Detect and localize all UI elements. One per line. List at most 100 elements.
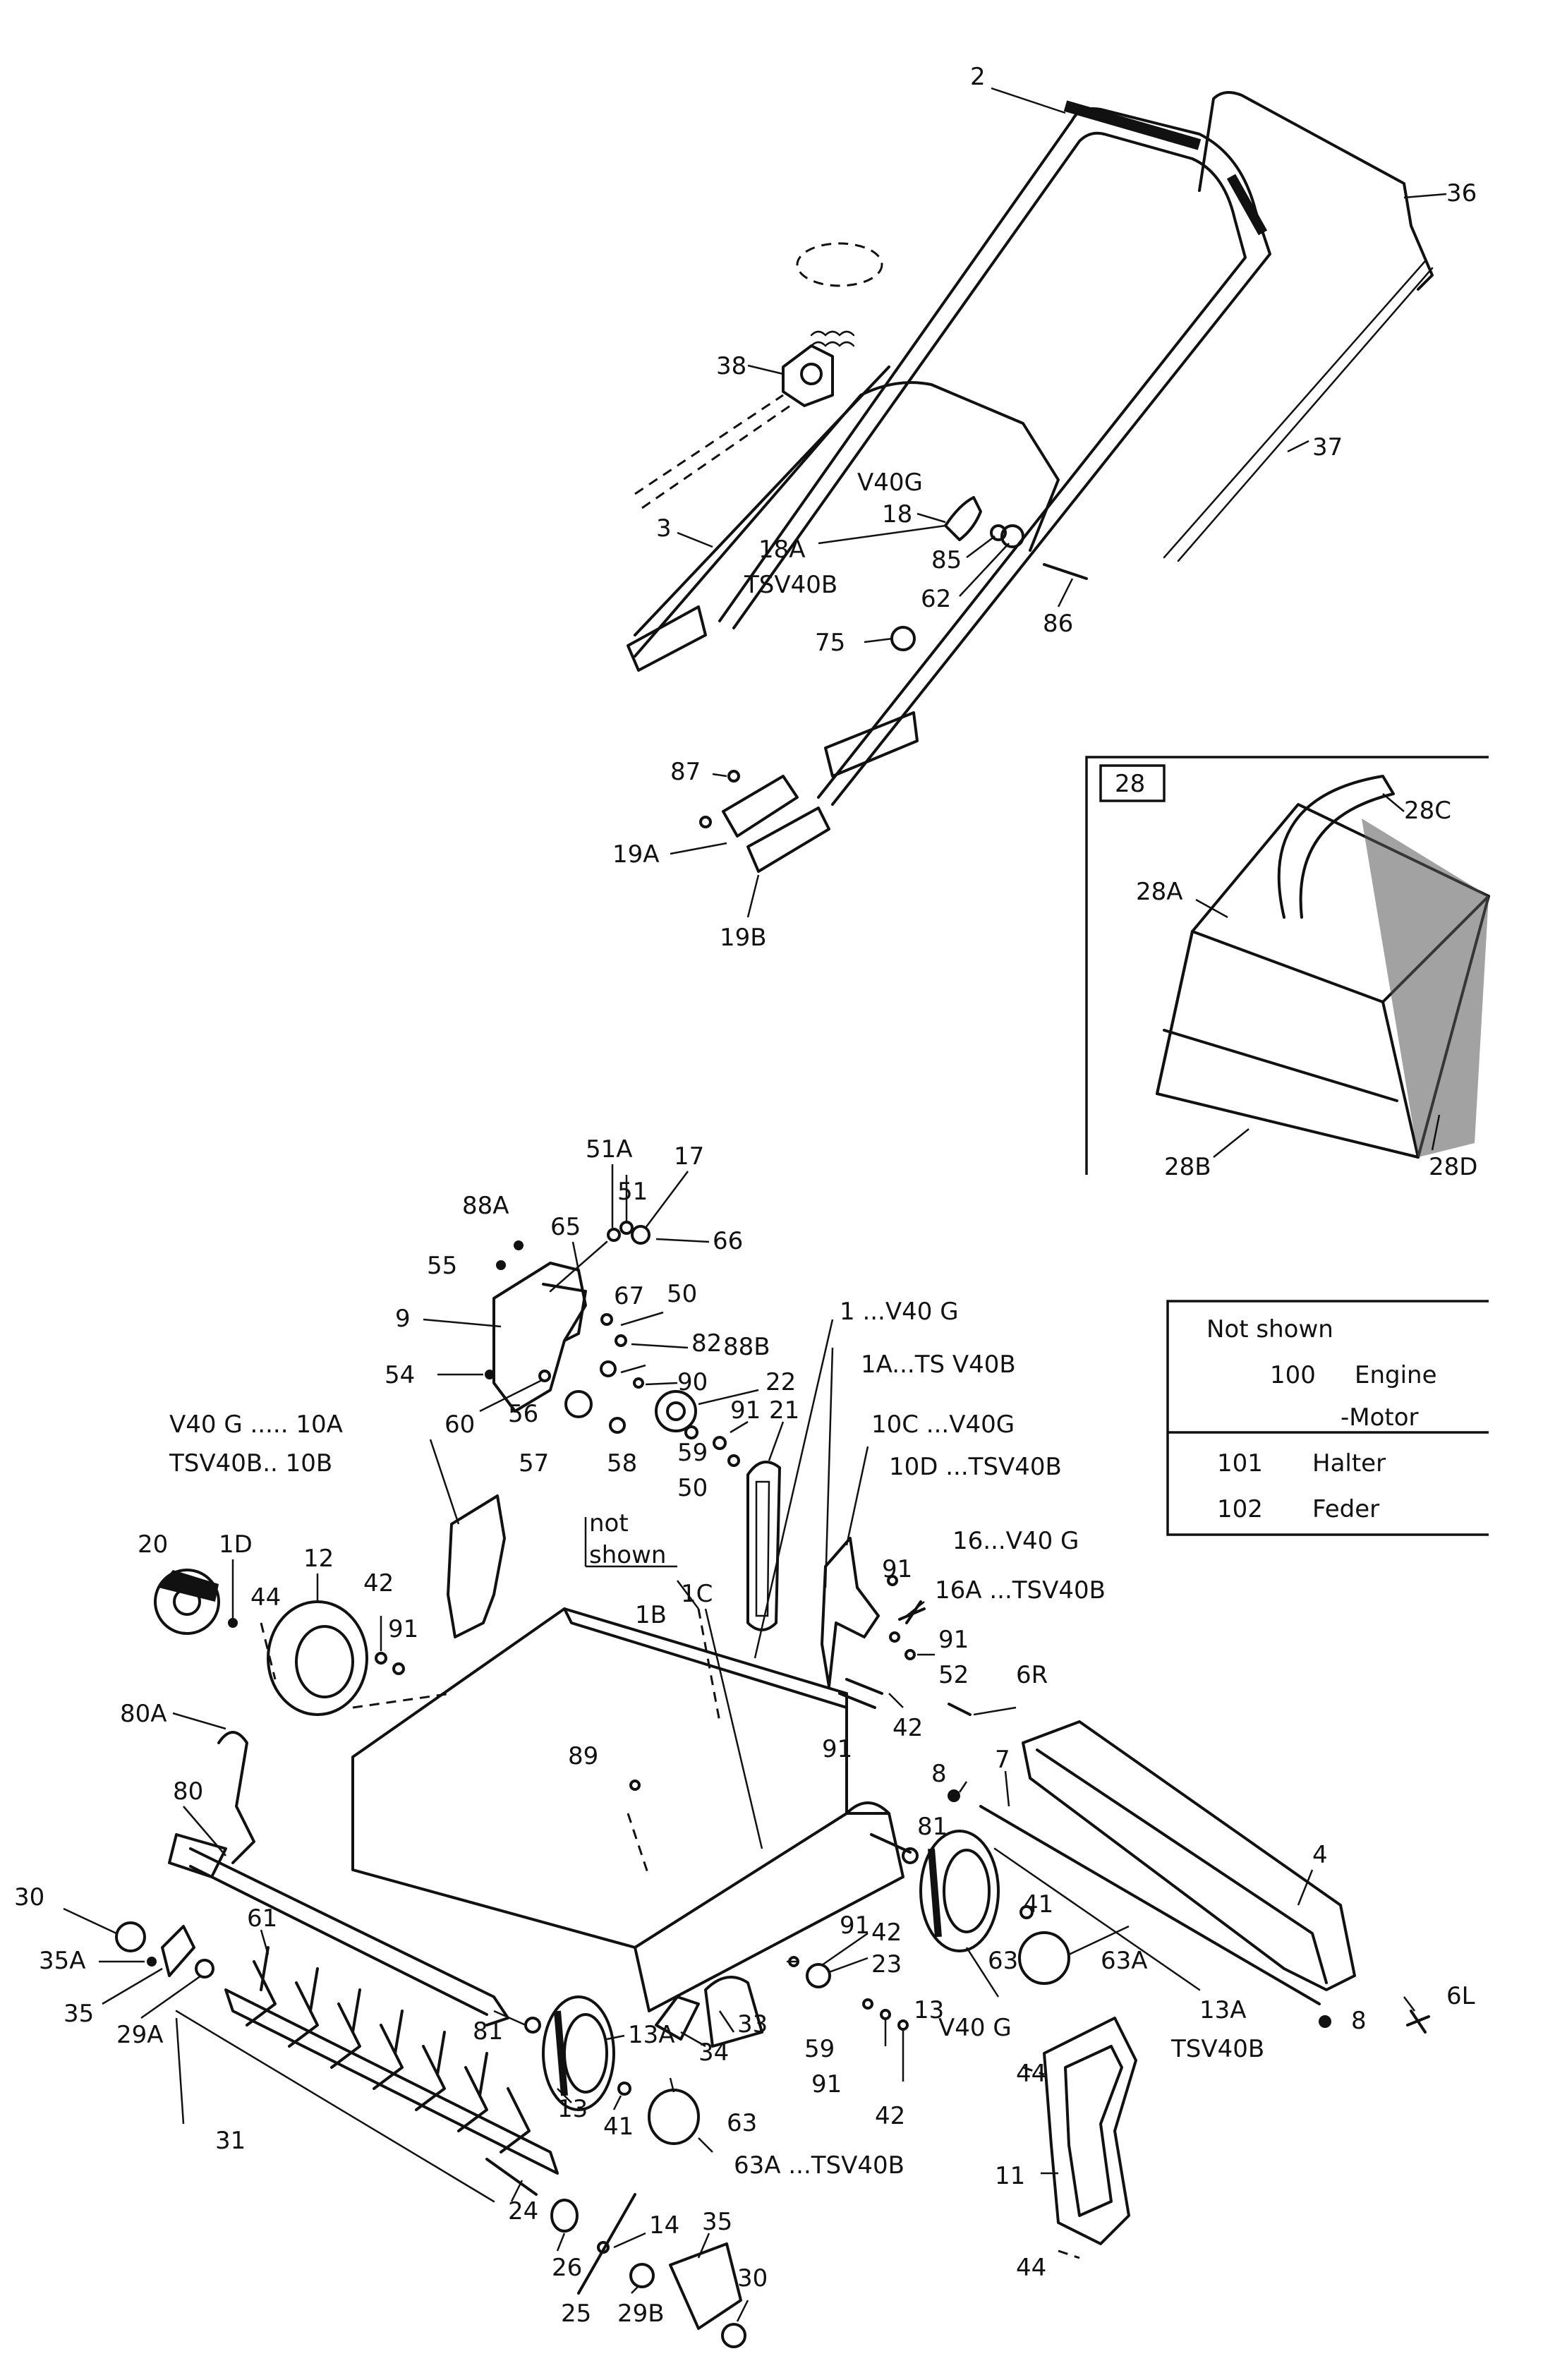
label-63b: 63 bbox=[727, 2109, 757, 2137]
lever-34 bbox=[655, 1995, 700, 2041]
label-TSV40Bb: TSV40B bbox=[1170, 2035, 1264, 2063]
wheel-13-left-inner bbox=[563, 2013, 608, 2094]
axle-80-foot bbox=[168, 1833, 227, 1878]
label-44b: 44 bbox=[1016, 2060, 1046, 2088]
legend-row-4-num: 102 bbox=[1217, 1495, 1263, 1523]
label-17: 17 bbox=[674, 1142, 704, 1171]
legend-title: Not shown bbox=[1206, 1315, 1333, 1343]
label-91c: 91 bbox=[882, 1555, 912, 1583]
label-13a: 13 bbox=[914, 1996, 944, 2024]
leader-7 bbox=[1004, 1770, 1010, 1807]
plate-19A bbox=[722, 775, 799, 838]
axle-80b bbox=[189, 1865, 488, 2016]
label-1D: 1D bbox=[219, 1530, 253, 1559]
label-8b: 8 bbox=[1351, 2007, 1367, 2035]
wheel-13-right bbox=[919, 1830, 1000, 1952]
leader-30a bbox=[63, 1907, 117, 1935]
leader-28A bbox=[1195, 898, 1228, 919]
label-18A: 18A bbox=[758, 536, 806, 564]
label-25: 25 bbox=[561, 2300, 591, 2328]
axle-stub bbox=[870, 1833, 912, 1854]
label-19B: 19B bbox=[720, 924, 767, 952]
leader-2 bbox=[991, 87, 1066, 114]
lower-handle-foot-left bbox=[627, 605, 707, 672]
left-wheel-13 bbox=[524, 1995, 700, 2145]
label-51A: 51A bbox=[586, 1135, 633, 1164]
label-28-box: 28 bbox=[1115, 770, 1145, 798]
label-TSV40B-10B: TSV40B.. 10B bbox=[169, 1449, 332, 1478]
knob-dashed bbox=[796, 242, 883, 287]
bearing-29B bbox=[629, 2263, 655, 2288]
label-86: 86 bbox=[1043, 610, 1073, 638]
bumper-33 bbox=[704, 1976, 763, 2048]
grass-box-handle bbox=[1277, 775, 1395, 919]
label-V40Gb: V40 G bbox=[938, 2014, 1012, 2042]
bolt-60 bbox=[538, 1370, 551, 1382]
leader-38 bbox=[747, 364, 784, 375]
leader-88B bbox=[620, 1364, 646, 1374]
legend-border bbox=[1166, 1300, 1489, 1536]
bracket-10C bbox=[821, 1537, 880, 1688]
leader-16 bbox=[906, 1601, 925, 1617]
legend-row-4-text: Feder bbox=[1312, 1495, 1379, 1523]
washer-52 bbox=[904, 1649, 916, 1660]
screw-90 bbox=[633, 1377, 644, 1389]
screw-41b bbox=[617, 2082, 631, 2096]
label-82: 82 bbox=[691, 1329, 722, 1358]
label-10C: 10C ...V40G bbox=[871, 1411, 1015, 1439]
label-6R: 6R bbox=[1016, 1661, 1048, 1689]
leader-17 bbox=[645, 1171, 689, 1228]
leader-63Ab bbox=[698, 2137, 713, 2153]
leader-28C bbox=[1382, 793, 1405, 812]
dash-44b bbox=[1022, 2066, 1045, 2076]
label-62: 62 bbox=[921, 585, 951, 613]
lower-handle-bar-left-leg bbox=[634, 366, 890, 636]
label-87: 87 bbox=[670, 758, 701, 786]
label-31: 31 bbox=[215, 2127, 246, 2155]
handle-assembly bbox=[627, 91, 1434, 873]
bushing-26 bbox=[550, 2199, 579, 2233]
cable-37 bbox=[1163, 260, 1427, 559]
pin-14 bbox=[597, 2241, 610, 2254]
gear-22 bbox=[655, 1390, 697, 1432]
label-22: 22 bbox=[766, 1368, 796, 1396]
bearing-29A bbox=[195, 1959, 214, 1979]
leader-36 bbox=[1403, 193, 1447, 199]
leader-35b bbox=[697, 2233, 710, 2259]
leader-87 bbox=[712, 773, 727, 778]
label-88A: 88A bbox=[462, 1192, 509, 1220]
nut-17 bbox=[631, 1225, 651, 1245]
screw-6L bbox=[1406, 2010, 1430, 2034]
legend-table bbox=[1166, 1300, 1489, 1536]
leader-19A bbox=[670, 842, 727, 855]
label-10D: 10D ...TSV40B bbox=[889, 1453, 1062, 1481]
label-50a: 50 bbox=[667, 1280, 697, 1308]
label-91b: 91 bbox=[388, 1615, 418, 1643]
label-89: 89 bbox=[568, 1742, 598, 1770]
label-6L: 6L bbox=[1446, 1982, 1475, 2010]
label-29A: 29A bbox=[116, 2021, 164, 2049]
label-14: 14 bbox=[649, 2211, 679, 2240]
washer-85 bbox=[990, 524, 1007, 541]
lever-36 bbox=[1198, 91, 1434, 291]
label-81a: 81 bbox=[917, 1813, 948, 1841]
screw-87b bbox=[699, 816, 712, 828]
leader-6L bbox=[1403, 1996, 1415, 2012]
label-54: 54 bbox=[385, 1361, 415, 1389]
leader-29A bbox=[140, 1974, 202, 2019]
leader-23 bbox=[828, 1957, 869, 1974]
label-30a: 30 bbox=[14, 1883, 44, 1911]
screw-88A bbox=[514, 1240, 524, 1250]
cover-35 bbox=[669, 2242, 742, 2330]
leader-33 bbox=[718, 2010, 735, 2033]
leader-91a bbox=[730, 1420, 749, 1434]
label-42b: 42 bbox=[892, 1714, 923, 1742]
label-1: 1 ...V40 G bbox=[840, 1298, 959, 1326]
shaft-31 bbox=[224, 1988, 559, 2175]
leader-28D bbox=[1431, 1114, 1441, 1151]
label-63a: 63 bbox=[988, 1947, 1018, 1975]
washer-62 bbox=[1000, 524, 1024, 548]
label-41b: 41 bbox=[603, 2113, 634, 2141]
washer-51 bbox=[619, 1221, 634, 1235]
label-1C: 1C bbox=[681, 1580, 713, 1608]
